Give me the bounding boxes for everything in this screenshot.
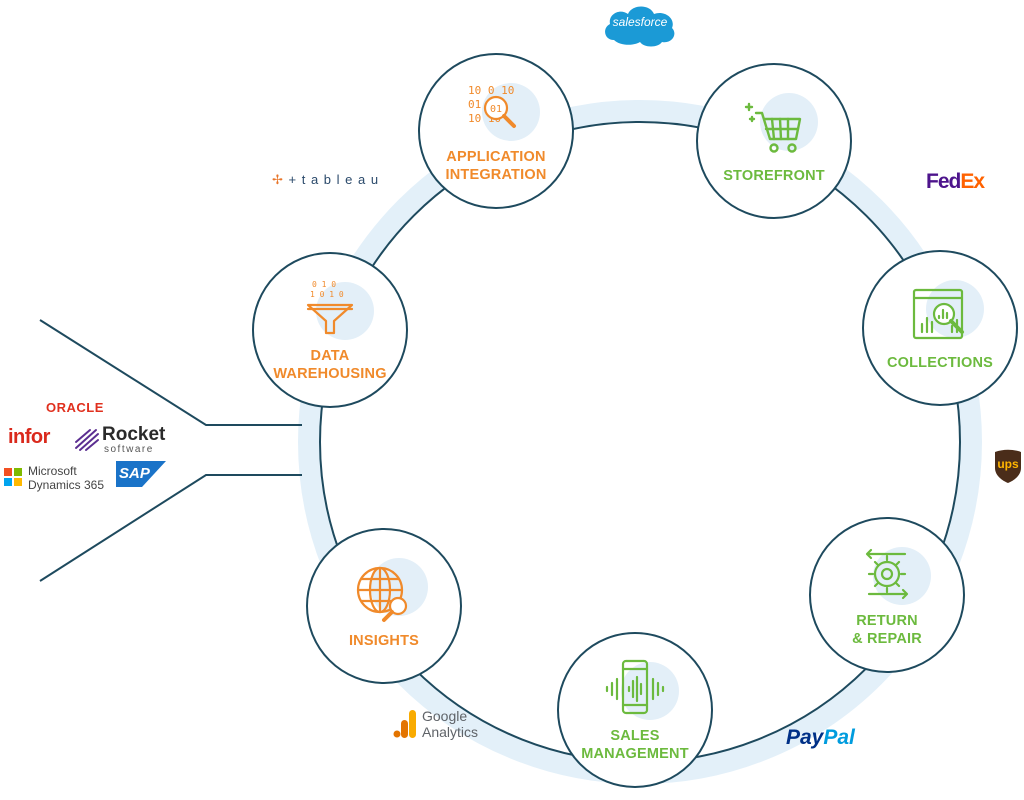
binary-search-icon: 10 0 10 01 01 10 10 01 — [468, 84, 516, 128]
node-label: APPLICATION INTEGRATION — [445, 148, 546, 184]
node-label: INSIGHTS — [349, 632, 419, 650]
salesforce-text: salesforce — [612, 15, 668, 29]
node-storefront[interactable]: STOREFRONT — [696, 63, 852, 219]
node-label: COLLECTIONS — [887, 354, 993, 372]
svg-text:1 0 1 0: 1 0 1 0 — [310, 290, 344, 299]
fedex-logo: FedEx — [926, 170, 985, 194]
node-label: DATA WAREHOUSING — [273, 347, 386, 383]
google-text: Google — [422, 708, 468, 724]
dynamics-text: Dynamics 365 — [28, 478, 105, 492]
node-sales-management[interactable]: SALES MANAGEMENT — [557, 632, 713, 788]
paypal-logo: PayPal — [786, 726, 855, 750]
funnel-line-bottom — [39, 474, 302, 582]
microsoft-squares-icon — [4, 468, 22, 486]
paypal-pal: Pal — [823, 726, 855, 749]
label-line: INSIGHTS — [348, 633, 420, 649]
node-label: STOREFRONT — [723, 167, 825, 185]
icon-glow — [621, 662, 679, 720]
analytics-bars-icon — [393, 710, 416, 738]
label-line: MANAGEMENT — [581, 746, 689, 762]
svg-text:01: 01 — [490, 104, 502, 115]
data-funnel-icon: 0 1 0 1 0 1 0 — [306, 280, 354, 335]
ups-text: ups — [997, 457, 1019, 471]
fedex-fed: Fed — [926, 170, 961, 193]
rocket-mark-icon — [75, 429, 99, 451]
node-insights[interactable]: INSIGHTS — [306, 528, 462, 684]
tableau-text: + t a b l e a u — [288, 172, 380, 187]
funnel-line-top — [39, 319, 302, 426]
gear-arrows-icon — [865, 548, 909, 600]
label-line: STOREFRONT — [723, 168, 825, 184]
ups-shield-icon — [995, 449, 1021, 483]
mobile-waveform-icon — [605, 659, 665, 715]
tableau-logo: ✢ + t a b l e a u — [272, 172, 379, 188]
cloud-icon — [605, 6, 675, 47]
node-data-warehousing[interactable]: 0 1 0 1 0 1 0 DATA WAREHOUSING — [252, 252, 408, 408]
node-label: RETURN & REPAIR — [852, 612, 922, 648]
label-line: SALES — [610, 728, 660, 744]
sap-badge-icon — [116, 461, 166, 487]
globe-search-icon — [356, 566, 408, 622]
rocket-subtext: software — [104, 444, 154, 455]
shopping-cart-icon — [744, 102, 802, 153]
label-line: APPLICATION — [446, 149, 546, 165]
paypal-pay: Pay — [786, 726, 824, 749]
label-line: INTEGRATION — [445, 167, 547, 183]
chart-search-icon — [912, 288, 964, 340]
label-line: & REPAIR — [852, 631, 922, 647]
sap-logo: SAP — [116, 461, 166, 487]
analytics-text: Analytics — [422, 724, 479, 740]
node-application-integration[interactable]: 10 0 10 01 01 10 10 01 APPLICATION INTEG… — [418, 53, 574, 209]
node-return-repair[interactable]: RETURN & REPAIR — [809, 517, 965, 673]
rocket-text: Rocket — [102, 424, 166, 445]
salesforce-logo: salesforce — [600, 0, 680, 48]
node-collections[interactable]: COLLECTIONS — [862, 250, 1018, 406]
label-line: WAREHOUSING — [273, 366, 387, 382]
label-line: RETURN — [856, 613, 918, 629]
infor-logo: infor — [8, 426, 50, 448]
node-label: SALES MANAGEMENT — [581, 727, 689, 763]
sap-text: SAP — [119, 465, 150, 482]
fedex-ex: Ex — [960, 170, 985, 193]
svg-text:0 1 0: 0 1 0 — [312, 280, 336, 289]
label-line: COLLECTIONS — [886, 355, 994, 371]
microsoft-text: Microsoft — [28, 464, 77, 478]
oracle-logo: ORACLE — [46, 400, 104, 415]
tableau-cross-icon: ✢ — [272, 172, 284, 187]
label-line: DATA — [310, 348, 350, 364]
ups-logo: ups — [993, 448, 1023, 484]
svg-text:10 0 10: 10 0 10 — [468, 84, 514, 97]
